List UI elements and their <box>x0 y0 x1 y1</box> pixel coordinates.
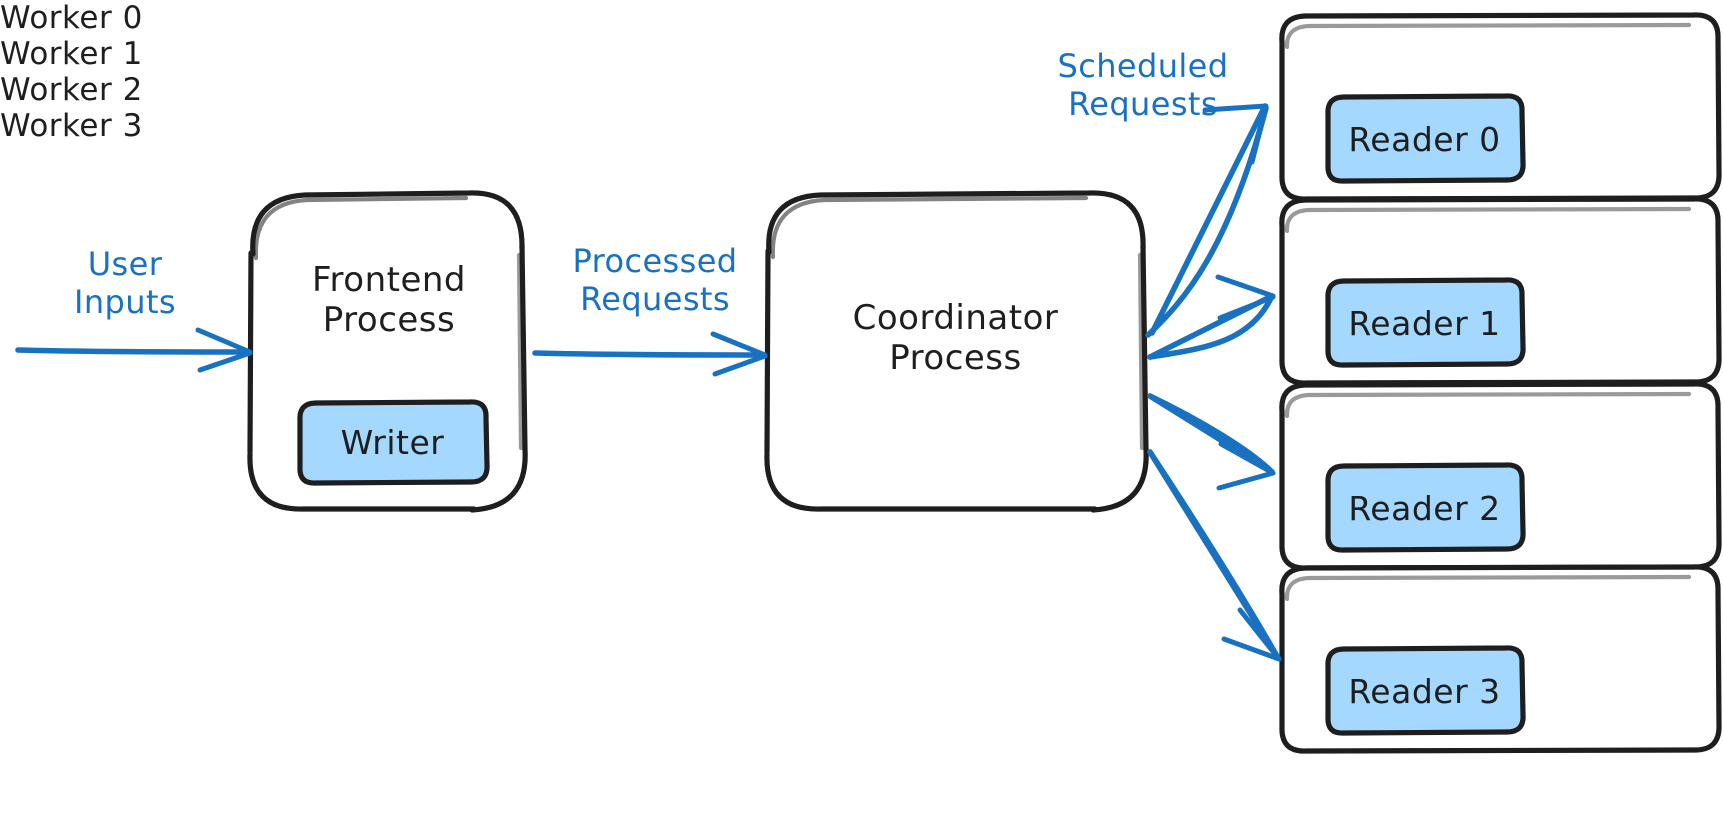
reader-1-box[interactable] <box>1325 277 1526 368</box>
coordinator-process-box[interactable] <box>764 190 1723 513</box>
worker-2-title: Worker 2 <box>0 72 143 108</box>
arrow-coordinator-to-worker-2 <box>1147 393 1276 491</box>
worker-3-title: Worker 3 <box>0 108 143 144</box>
arrow-coordinator-to-worker-0 <box>1145 103 1269 338</box>
reader-2-box[interactable] <box>1325 462 1526 553</box>
arrow-user-inputs-to-frontend <box>15 327 253 373</box>
arrow-coordinator-to-worker-3 <box>1147 449 1282 662</box>
worker-0-title: Worker 0 <box>0 0 143 36</box>
arrow-processed-requests-to-coordinator <box>532 331 768 377</box>
reader-0-box[interactable] <box>1325 93 1526 184</box>
arrow-coordinator-to-worker-1 <box>1147 274 1276 360</box>
reader-3-box[interactable] <box>1325 645 1526 736</box>
writer-subprocess-box[interactable] <box>297 399 490 486</box>
worker-1-title: Worker 1 <box>0 36 143 72</box>
